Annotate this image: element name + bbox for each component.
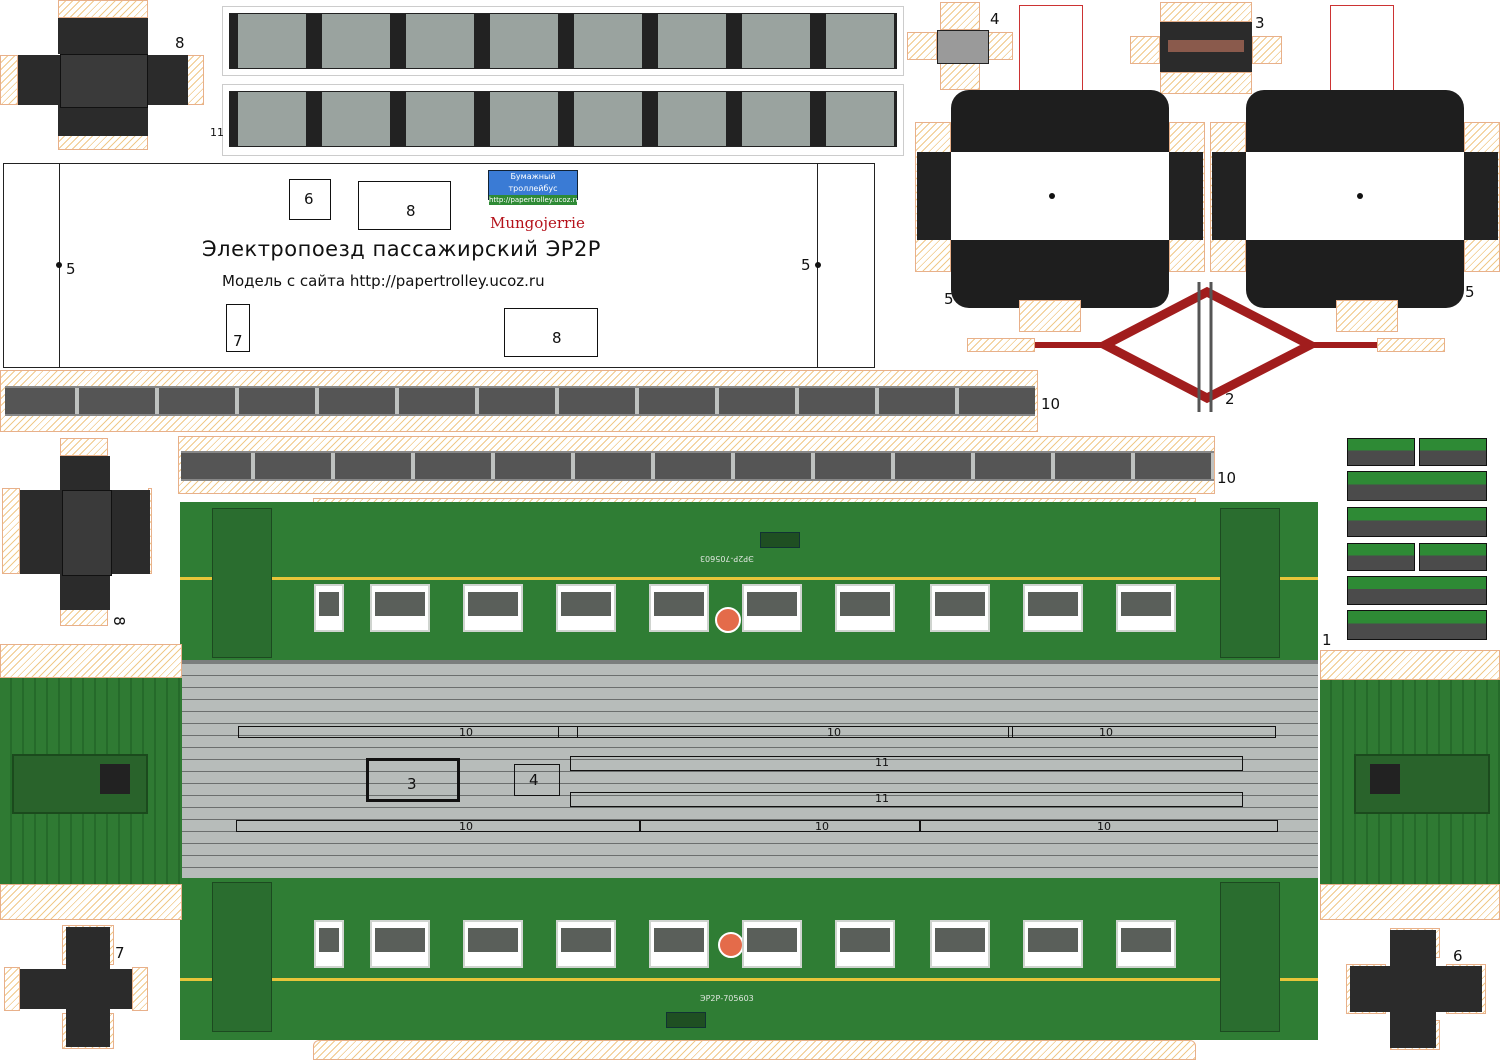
- logo-badge-line2: http://papertrolley.ucoz.ru: [489, 195, 580, 205]
- part-label: 8: [175, 34, 185, 52]
- part-label: 5: [66, 260, 76, 278]
- end-cap-left: [0, 644, 182, 920]
- part-label: 10: [1041, 395, 1061, 413]
- part-label: 5: [1465, 283, 1475, 301]
- part-label: 6: [1453, 947, 1463, 965]
- part-8-top-left: 8: [0, 0, 205, 150]
- part-label: 5: [801, 256, 811, 274]
- page-title: Электропоезд пассажирский ЭР2Р: [202, 237, 601, 261]
- roof-label: 10: [1097, 820, 1111, 833]
- part-10-strip-upper: [0, 370, 1038, 432]
- part-6-bottom: [1346, 928, 1486, 1052]
- roof-mark-3: 3: [366, 758, 460, 802]
- roof-label: 11: [875, 792, 889, 805]
- roof-label: 10: [459, 726, 473, 739]
- car-number-lower: ЭР2Р-705603: [700, 994, 754, 1003]
- floor-panel: 5 5 6 8 7 8 Бумажный троллейбус http://p…: [3, 163, 875, 368]
- roof-label: 4: [529, 771, 539, 789]
- part-label: 7: [233, 332, 243, 350]
- coupler-frame: [1095, 282, 1320, 412]
- roof-label: 10: [827, 726, 841, 739]
- part-8-side: [2, 438, 152, 628]
- car-number-upper: ЭР2Р-705603: [700, 554, 754, 563]
- car-side-upper: ЭР2Р-705603: [180, 502, 1318, 662]
- roof-label: 11: [875, 756, 889, 769]
- part-2-coupler: [965, 282, 1450, 412]
- part-label: 8: [109, 616, 128, 626]
- roof-label: 10: [1099, 726, 1113, 739]
- logo-brand: Mungojerrie: [490, 214, 585, 232]
- part-7-bottom: [4, 925, 154, 1051]
- roof-label: 10: [815, 820, 829, 833]
- part-tabs-stack: [1345, 438, 1487, 643]
- bogie-left: [915, 0, 1205, 340]
- part-label: 2: [1225, 390, 1235, 408]
- part-10-strip-lower: [178, 436, 1215, 494]
- part-label: 11: [210, 126, 224, 139]
- end-cap-right: [1320, 650, 1500, 920]
- roof-label: 3: [407, 775, 417, 793]
- logo-badge-line1: Бумажный троллейбус: [508, 172, 558, 193]
- part-label: 1: [1322, 631, 1332, 649]
- roof-mark-4: 4: [514, 764, 560, 796]
- part-label: 8: [552, 329, 562, 347]
- part-label: 3: [1255, 14, 1265, 32]
- part-4: [905, 0, 1015, 95]
- site-logo: Бумажный троллейбус http://papertrolley.…: [488, 170, 585, 236]
- car-body: ЭР2Р-705603 10 10 10 11 11 10 10 10 3 4: [180, 498, 1318, 1060]
- car-side-lower: ЭР2Р-705603: [180, 878, 1318, 1040]
- part-label: 5: [944, 290, 954, 308]
- part-3: [1128, 0, 1288, 100]
- part-label: 10: [1217, 469, 1237, 487]
- car-roof: [180, 660, 1318, 882]
- part-label: 4: [990, 10, 1000, 28]
- page-subtitle: Модель с сайта http://papertrolley.ucoz.…: [222, 272, 545, 290]
- part-label: 6: [304, 190, 314, 208]
- part-label: 7: [115, 944, 125, 962]
- part-seat-gallery-upper: [222, 6, 904, 76]
- part-label: 8: [406, 202, 416, 220]
- roof-label: 10: [459, 820, 473, 833]
- part-11-seat-gallery: [222, 84, 904, 156]
